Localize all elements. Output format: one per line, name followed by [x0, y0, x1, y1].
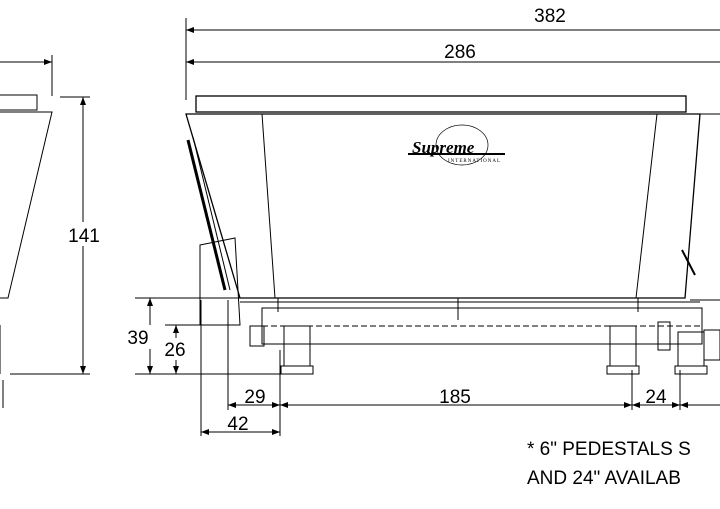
dim-door-offset: 29	[244, 387, 265, 408]
dim-frame-height: 39	[127, 328, 148, 349]
discharge-door	[186, 136, 696, 326]
pedestals	[277, 298, 720, 375]
dim-door-to-pedestal: 42	[227, 414, 248, 435]
side-view-partial	[0, 94, 53, 374]
note-line-1: * 6" PEDESTALS S	[527, 439, 691, 460]
dim-overall-width: 382	[534, 6, 566, 27]
dimension-lines	[0, 27, 720, 435]
svg-text:INTERNATIONAL: INTERNATIONAL	[448, 159, 501, 164]
extension-lines	[2, 18, 681, 436]
dim-pedestal-offset: 24	[645, 387, 667, 408]
dim-door-height: 26	[164, 340, 185, 361]
dim-body-width: 286	[444, 42, 476, 63]
hopper-body	[185, 95, 720, 301]
dim-height: 141	[68, 226, 100, 247]
svg-text:Supreme: Supreme	[412, 138, 475, 157]
dim-pedestal-span: 185	[439, 387, 471, 408]
supreme-logo: Supreme INTERNATIONAL	[408, 124, 505, 166]
note-line-2: AND 24" AVAILAB	[527, 468, 681, 489]
